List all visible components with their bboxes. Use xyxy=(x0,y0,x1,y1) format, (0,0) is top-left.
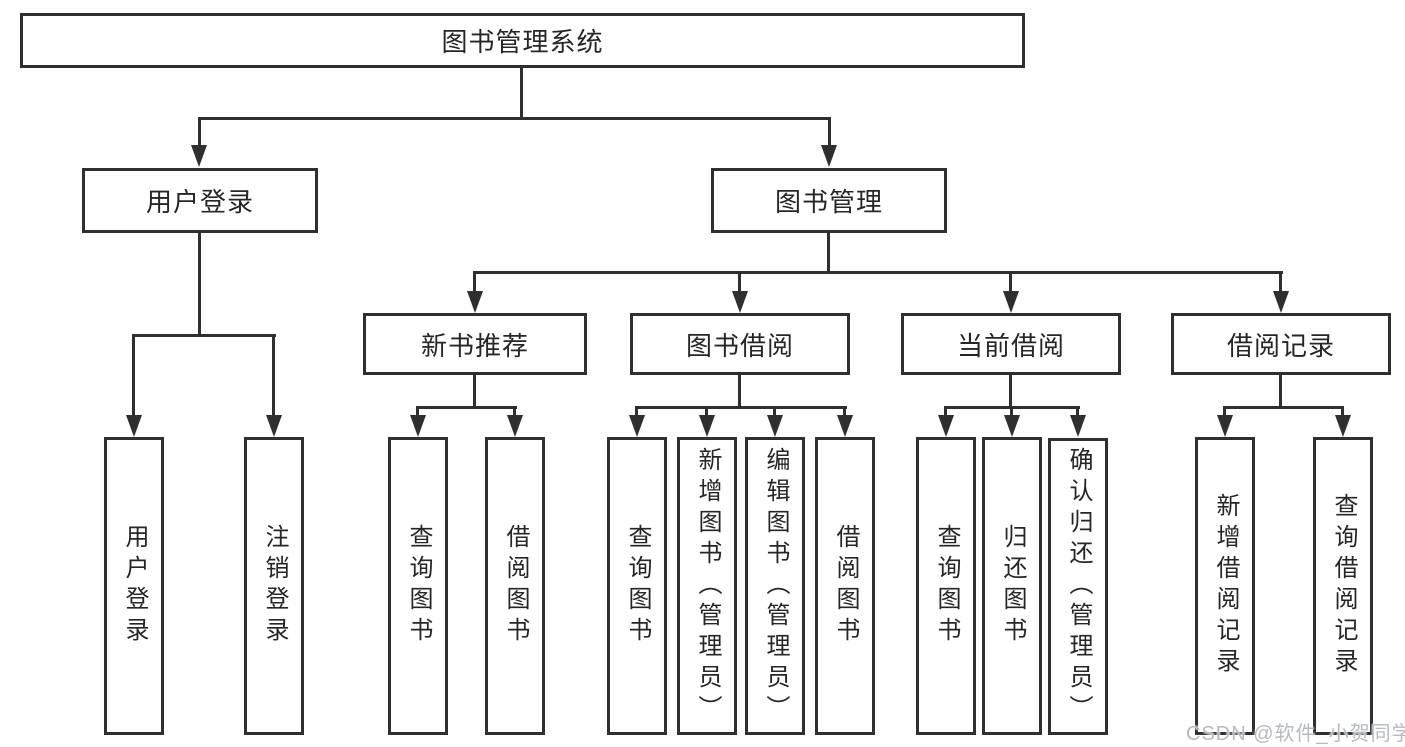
leaf-query-books: 查询图书 xyxy=(388,437,448,735)
connector-line xyxy=(635,406,638,415)
node-label: 注销登录 xyxy=(261,524,288,648)
connector-line xyxy=(1279,375,1282,409)
connector-line xyxy=(1076,406,1079,415)
node-label: 新增图书（管理员） xyxy=(694,446,721,726)
leaf-user-login: 用户登录 xyxy=(104,437,164,735)
connector-line xyxy=(132,334,276,337)
leaf-add-borrow-record: 新增借阅记录 xyxy=(1195,437,1255,735)
arrowhead-down-icon xyxy=(767,415,783,437)
leaf-confirm-return-admin: 确认归还（管理员） xyxy=(1048,438,1108,735)
node-label: 图书管理系统 xyxy=(441,27,604,57)
node-label: 查询图书 xyxy=(624,524,651,648)
node-new-book-recommendation: 新书推荐 xyxy=(363,313,587,375)
arrowhead-down-icon xyxy=(699,415,715,437)
connector-line xyxy=(132,334,135,415)
connector-line xyxy=(473,271,476,291)
node-label: 新书推荐 xyxy=(420,330,529,361)
connector-line xyxy=(827,233,830,273)
leaf-borrow-books: 借阅图书 xyxy=(485,437,545,735)
leaf-query-borrow-record: 查询借阅记录 xyxy=(1313,437,1373,735)
arrowhead-down-icon xyxy=(126,415,142,437)
arrowhead-down-icon xyxy=(837,415,853,437)
connector-line xyxy=(473,375,476,409)
connector-line xyxy=(198,233,201,336)
connector-line xyxy=(520,68,523,118)
arrowhead-down-icon xyxy=(1273,291,1289,313)
arrowhead-down-icon xyxy=(1004,415,1020,437)
node-borrowing-records: 借阅记录 xyxy=(1171,313,1391,375)
node-user-login: 用户登录 xyxy=(82,168,318,233)
node-label: 借阅记录 xyxy=(1226,330,1335,361)
connector-line xyxy=(635,406,847,409)
arrowhead-down-icon xyxy=(732,291,748,313)
node-book-management: 图书管理 xyxy=(711,168,947,233)
leaf-query-books-3: 查询图书 xyxy=(916,437,976,735)
node-label: 查询图书 xyxy=(933,524,960,648)
connector-line xyxy=(1009,271,1012,291)
node-label: 图书管理 xyxy=(774,187,883,217)
connector-line xyxy=(272,334,275,415)
connector-line xyxy=(1009,375,1012,409)
node-label: 用户登录 xyxy=(145,187,254,217)
connector-line xyxy=(773,406,776,415)
leaf-edit-book-admin: 编辑图书（管理员） xyxy=(745,437,805,735)
connector-line xyxy=(513,406,516,415)
connector-line xyxy=(416,406,419,415)
connector-line xyxy=(705,406,708,415)
node-label: 当前借阅 xyxy=(956,330,1065,361)
node-label: 新增借阅记录 xyxy=(1212,493,1239,679)
arrowhead-down-icon xyxy=(821,145,837,167)
watermark: CSDN @软件_小贺同学 xyxy=(1186,723,1405,745)
connector-line xyxy=(828,117,831,145)
node-library-management-system: 图书管理系统 xyxy=(20,13,1025,68)
connector-line xyxy=(738,271,741,291)
arrowhead-down-icon xyxy=(938,415,954,437)
arrowhead-down-icon xyxy=(507,415,523,437)
connector-line xyxy=(944,406,947,415)
connector-line xyxy=(1223,406,1344,409)
connector-line xyxy=(738,375,741,409)
node-label: 用户登录 xyxy=(121,524,148,648)
leaf-return-book: 归还图书 xyxy=(982,437,1042,735)
node-label: 查询借阅记录 xyxy=(1330,493,1357,679)
connector-line xyxy=(198,117,831,120)
node-label: 编辑图书（管理员） xyxy=(762,446,789,726)
connector-line xyxy=(473,271,1283,274)
arrowhead-down-icon xyxy=(1070,415,1086,437)
arrowhead-down-icon xyxy=(1003,291,1019,313)
node-label: 归还图书 xyxy=(999,524,1026,648)
connector-line xyxy=(1341,406,1344,415)
connector-line xyxy=(1010,406,1013,415)
arrowhead-down-icon xyxy=(191,145,207,167)
node-label: 借阅图书 xyxy=(502,524,529,648)
node-label: 查询图书 xyxy=(405,524,432,648)
connector-line xyxy=(198,117,201,145)
arrowhead-down-icon xyxy=(1335,415,1351,437)
node-label: 借阅图书 xyxy=(832,524,859,648)
node-label: 图书借阅 xyxy=(685,330,794,361)
leaf-borrow-books-2: 借阅图书 xyxy=(815,437,875,735)
arrowhead-down-icon xyxy=(467,291,483,313)
connector-line xyxy=(843,406,846,415)
arrowhead-down-icon xyxy=(266,415,282,437)
arrowhead-down-icon xyxy=(1217,415,1233,437)
leaf-query-books-2: 查询图书 xyxy=(607,437,667,735)
connector-line xyxy=(416,406,517,409)
arrowhead-down-icon xyxy=(410,415,426,437)
connector-line xyxy=(1279,271,1282,291)
leaf-add-book-admin: 新增图书（管理员） xyxy=(677,437,737,735)
node-book-borrowing: 图书借阅 xyxy=(630,313,850,375)
node-current-borrowing: 当前借阅 xyxy=(901,313,1121,375)
arrowhead-down-icon xyxy=(629,415,645,437)
leaf-logout: 注销登录 xyxy=(244,437,304,735)
node-label: 确认归还（管理员） xyxy=(1065,447,1092,726)
connector-line xyxy=(1223,406,1226,415)
